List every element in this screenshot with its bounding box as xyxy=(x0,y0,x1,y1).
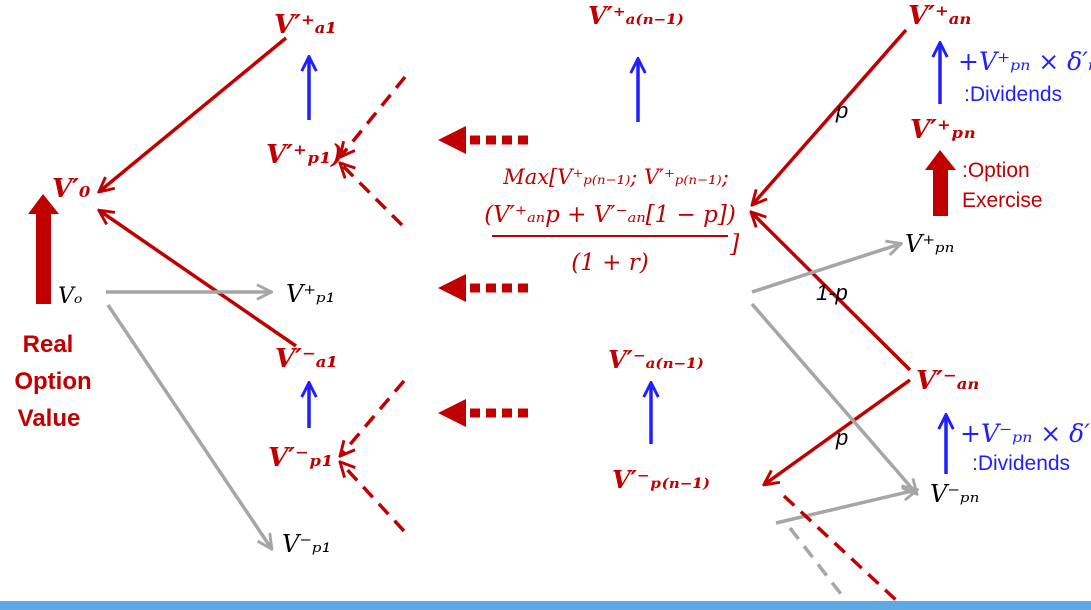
dotted-left-arrow-middle xyxy=(438,274,530,302)
dividend-label-top: :Dividends xyxy=(964,83,1062,106)
label-van-plus: V′⁺ₐₙ xyxy=(908,1,971,31)
arrow-van-minus-to-lower xyxy=(765,378,912,484)
option-exercise-line1: :Option xyxy=(962,159,1030,182)
label-vp1-plus: V⁺ₚ₁ xyxy=(286,280,335,308)
column-period-1: V′⁺ₐ₁ V′⁺ₚ₁) V⁺ₚ₁ V′⁻ₐ₁ V′⁻ₚ₁ V⁻ₚ₁ xyxy=(266,10,343,558)
label-vp-n1-minus: V′⁻ₚ₍ₙ₋₁₎ xyxy=(612,465,710,494)
label-vpn-plus: V⁺ₚₙ xyxy=(905,230,954,258)
dotted-left-arrow-top xyxy=(438,126,530,154)
label-van-minus: V′⁻ₐₙ xyxy=(916,366,979,396)
prob-p-bottom: p xyxy=(835,425,848,450)
real-option-line3: Value xyxy=(18,405,81,432)
gray-arrow-lower-to-vpn-minus xyxy=(775,490,916,525)
arrow-va1plus-to-v0 xyxy=(100,36,288,191)
exercise-thick-arrow-head xyxy=(925,150,956,170)
label-va-n1-minus: V′⁻ₐ₍ₙ₋₁₎ xyxy=(608,345,704,374)
label-va1-minus: V′⁻ₐ₁ xyxy=(275,344,338,374)
v0-thick-arrow-shaft xyxy=(36,212,51,304)
dividend-formula-minus: +V⁻ₚₙ × δ′ₙ xyxy=(960,419,1091,448)
real-option-line1: Real xyxy=(23,331,74,358)
column-period-n-minus-1: V′⁺ₐ₍ₙ₋₁₎ Max[V⁺ₚ₍ₙ₋₁₎; V′⁺ₚ₍ₙ₋₁₎; (V′⁺ₐ… xyxy=(484,1,740,494)
real-option-line2: Option xyxy=(14,368,91,395)
dividend-label-bottom: :Dividends xyxy=(972,452,1070,475)
label-vpn-minus: V⁻ₚₙ xyxy=(930,480,979,508)
formula-close-bracket: ] xyxy=(729,230,740,258)
arrow-van-plus-to-mid xyxy=(753,28,908,204)
label-vpn-plus-prime: V′⁺ₚₙ xyxy=(910,115,976,145)
dashed-arrow-upper-bottom xyxy=(341,164,404,227)
dotted-left-arrow-bottom xyxy=(438,399,530,427)
exercise-thick-arrow-shaft xyxy=(933,168,948,216)
label-v0-prime: V′₀ xyxy=(52,174,91,204)
prob-one-minus-p: 1-p xyxy=(816,280,848,305)
dashed-arrow-lower-bottom xyxy=(341,463,406,533)
label-vp1-minus: V⁻ₚ₁ xyxy=(282,530,331,558)
gray-arrow-to-vpn-minus xyxy=(750,302,916,493)
bottom-bar xyxy=(0,601,1091,610)
dashed-arrow-lower-top xyxy=(341,379,406,455)
arrow-van-minus-to-mid xyxy=(752,213,912,372)
option-exercise-line2: Exercise xyxy=(962,189,1043,212)
gray-arrow-to-vpn-plus xyxy=(751,244,900,294)
arrow-vo-to-vp1minus xyxy=(106,304,271,548)
node-van-minus: V′⁻ₐₙ +V⁻ₚₙ × δ′ₙ :Dividends V⁻ₚₙ xyxy=(916,366,1091,508)
formula-line2: (V′⁺ₐₙp + V′⁻ₐₙ[1 − p]) xyxy=(484,202,736,228)
label-vp1-plus-prime: V′⁺ₚ₁) xyxy=(266,140,343,170)
label-vp1-minus-prime: V′⁻ₚ₁ xyxy=(268,443,333,473)
arrow-va1minus-to-v0 xyxy=(100,211,297,348)
prob-p-top: p xyxy=(835,98,848,123)
dashed-arrow-upper-top xyxy=(341,75,407,156)
formula-line3: (1 + r) xyxy=(571,250,648,276)
label-va1-plus: V′⁺ₐ₁ xyxy=(274,10,337,40)
v0-thick-arrow-head xyxy=(28,194,59,214)
gray-dashed-tail xyxy=(788,526,846,600)
red-dashed-tail xyxy=(782,494,898,602)
label-va-n1-plus: V′⁺ₐ₍ₙ₋₁₎ xyxy=(588,1,684,30)
formula-line1: Max[V⁺ₚ₍ₙ₋₁₎; V′⁺ₚ₍ₙ₋₁₎; xyxy=(502,165,729,189)
dividend-formula-plus: +V⁺ₚₙ × δ′ₙ xyxy=(958,47,1091,76)
node-van-plus: V′⁺ₐₙ +V⁺ₚₙ × δ′ₙ :Dividends V′⁺ₚₙ :Opti… xyxy=(905,1,1091,258)
v0-block: V′₀ Vₒ Real Option Value xyxy=(14,174,91,432)
label-vo: Vₒ xyxy=(58,284,82,309)
